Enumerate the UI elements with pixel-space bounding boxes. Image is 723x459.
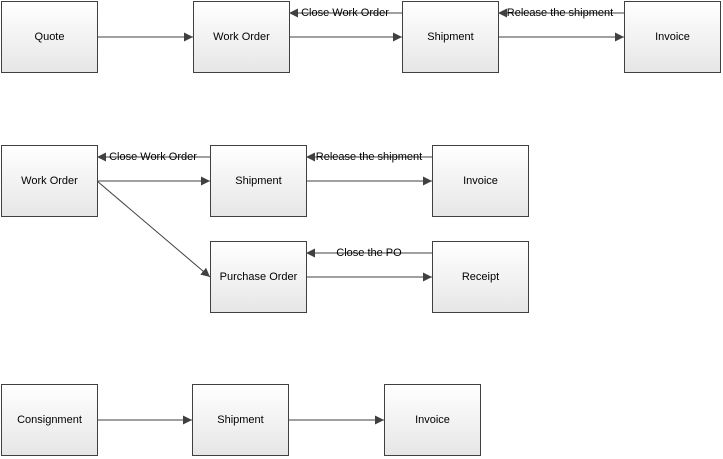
node-label: Invoice xyxy=(655,31,690,43)
node-shipment-1: Shipment xyxy=(402,1,499,73)
node-receipt: Receipt xyxy=(432,241,529,313)
edge-label-close-po: Close the PO xyxy=(336,247,402,259)
node-box xyxy=(210,145,307,217)
node-quote: Quote xyxy=(1,1,98,73)
node-label: Consignment xyxy=(17,414,82,426)
node-label: Work Order xyxy=(213,31,270,43)
node-label: Shipment xyxy=(235,175,281,187)
node-box xyxy=(1,145,98,217)
node-invoice-3: Invoice xyxy=(384,384,481,456)
edge-label-close-work-order-2: Close Work Order xyxy=(109,151,197,163)
node-box xyxy=(193,1,290,73)
node-label: Work Order xyxy=(21,175,78,187)
node-box xyxy=(192,384,289,456)
node-label: Purchase Order xyxy=(220,271,298,283)
node-box xyxy=(210,241,307,313)
edge-label-release-shipment-1: Release the shipment xyxy=(507,7,613,19)
edge-close-work-order-2: Close Work Order xyxy=(97,151,210,163)
node-shipment-2: Shipment xyxy=(210,145,307,217)
node-box xyxy=(624,1,721,73)
edge-close-work-order-1: Close Work Order xyxy=(289,7,402,19)
node-shipment-3: Shipment xyxy=(192,384,289,456)
node-label: Quote xyxy=(35,31,65,43)
node-label: Invoice xyxy=(463,175,498,187)
node-label: Shipment xyxy=(427,31,473,43)
node-box xyxy=(402,1,499,73)
node-invoice-1: Invoice xyxy=(624,1,721,73)
node-label: Shipment xyxy=(217,414,263,426)
edge-release-shipment-1: Release the shipment xyxy=(498,7,624,19)
node-box xyxy=(384,384,481,456)
node-box xyxy=(432,241,529,313)
node-purchase-order: Purchase Order xyxy=(210,241,307,313)
edge-work-order-to-po xyxy=(96,180,211,278)
node-work-order-2: Work Order xyxy=(1,145,98,217)
edge-release-shipment-2: Release the shipment xyxy=(306,151,432,163)
node-box xyxy=(1,384,98,456)
edge-label-release-shipment-2: Release the shipment xyxy=(316,151,422,163)
node-box xyxy=(432,145,529,217)
node-work-order-1: Work Order xyxy=(193,1,290,73)
node-invoice-2: Invoice xyxy=(432,145,529,217)
arrow-work-order-to-po xyxy=(96,180,211,278)
edge-label-close-work-order-1: Close Work Order xyxy=(301,7,389,19)
edge-close-po: Close the PO xyxy=(306,247,432,259)
node-label: Receipt xyxy=(462,271,499,283)
node-box xyxy=(1,1,98,73)
node-consignment: Consignment xyxy=(1,384,98,456)
node-label: Invoice xyxy=(415,414,450,426)
